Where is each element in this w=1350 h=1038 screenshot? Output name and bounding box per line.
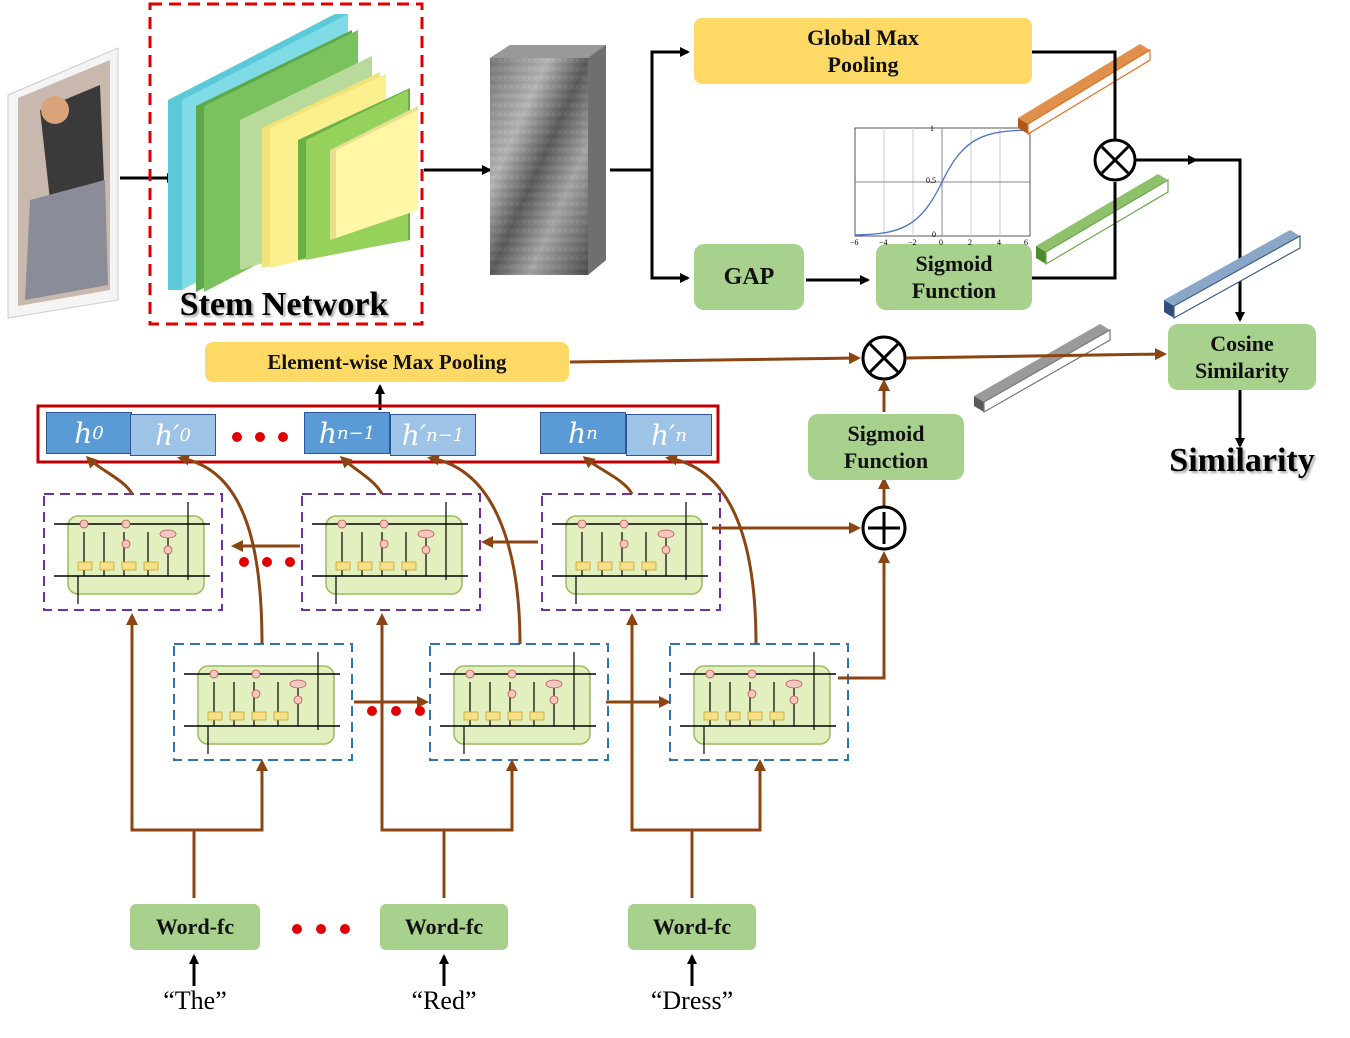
- feature-map-cube: [490, 45, 606, 275]
- connections: [85, 453, 890, 898]
- visual-feature-bar: [1164, 230, 1301, 320]
- hidden-states-frame: [36, 404, 720, 464]
- global-max-feature-bar: [1018, 44, 1151, 136]
- gap-box: GAP: [694, 244, 804, 310]
- attention-feature-bar-top: [1036, 174, 1169, 266]
- input-word-dress: “Dress”: [650, 986, 734, 1015]
- arrow: [650, 170, 690, 283]
- arrow: [569, 352, 861, 365]
- word-fc-box: Word-fc: [628, 904, 756, 950]
- line: [1032, 182, 1117, 280]
- sigmoid-plot: [854, 127, 1031, 237]
- textual-feature-bar: [974, 324, 1111, 414]
- sigmoid-plot-xtick: 0: [939, 238, 943, 247]
- arrow: [905, 348, 1167, 361]
- stem-network-layers: [168, 14, 418, 292]
- ellipsis-dots: [232, 432, 425, 934]
- stem-network-frame: [148, 2, 424, 326]
- input-word-red: “Red”: [411, 986, 477, 1015]
- sigmoid-plot-ytick: 0: [932, 230, 936, 239]
- stem-network-label: Stem Network: [179, 286, 389, 323]
- lstm-backward-cell: [43, 493, 223, 611]
- lstm-forward-cell: [429, 643, 609, 761]
- hidden-state-hn-1-prime: h′n−1: [390, 414, 476, 456]
- word-arrows: [189, 954, 697, 986]
- input-person-image: [7, 47, 119, 319]
- lstm-cells: [43, 493, 849, 761]
- hidden-state-hn-prime: h′n: [626, 414, 712, 456]
- sigmoid-function-box-bottom: Sigmoid Function: [808, 414, 964, 480]
- element-wise-max-pooling-box: Element-wise Max Pooling: [205, 342, 569, 382]
- cosine-similarity-box: Cosine Similarity: [1168, 324, 1316, 390]
- sigmoid-function-box-top: Sigmoid Function: [876, 244, 1032, 310]
- sigmoid-plot-ytick: 0.5: [926, 176, 936, 185]
- sigmoid-plot-xtick: −4: [879, 238, 888, 247]
- word-fc-box: Word-fc: [380, 904, 508, 950]
- arrow: [610, 47, 690, 172]
- sigmoid-plot-xtick: −6: [850, 238, 859, 247]
- sigmoid-plot-ytick: 1: [930, 124, 934, 133]
- lstm-backward-cell: [301, 493, 481, 611]
- input-word-the: “The”: [163, 986, 227, 1015]
- global-max-pooling-box: Global Max Pooling: [694, 18, 1032, 84]
- hidden-state-h0-prime: h′0: [130, 414, 216, 456]
- similarity-output-label: Similarity: [1169, 442, 1315, 479]
- lstm-forward-cell: [669, 643, 849, 761]
- line: [1032, 50, 1117, 140]
- sigmoid-plot-xtick: −2: [908, 238, 917, 247]
- word-fc-box: Word-fc: [130, 904, 260, 950]
- sigmoid-plot-xtick: 2: [968, 238, 972, 247]
- lstm-backward-cell: [541, 493, 721, 611]
- sigmoid-plot-xtick: 6: [1024, 238, 1028, 247]
- lstm-forward-cell: [173, 643, 353, 761]
- sigmoid-plot-xtick: 4: [997, 238, 1001, 247]
